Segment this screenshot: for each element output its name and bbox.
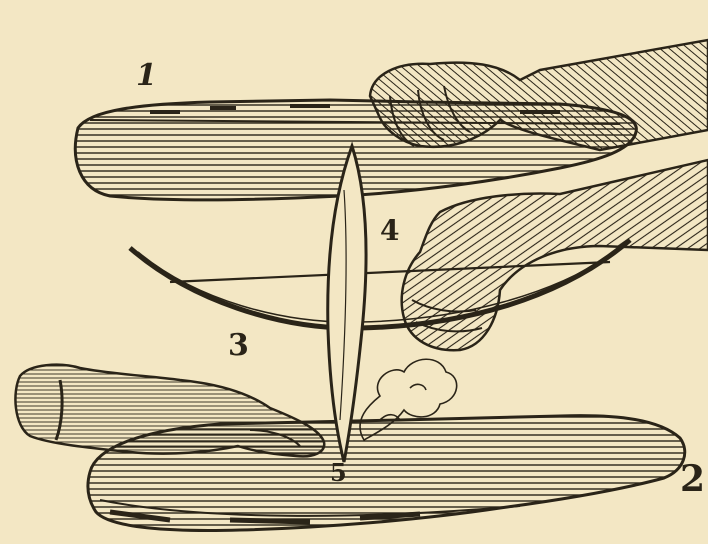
upper-hand <box>370 40 708 150</box>
label-3: 3 <box>228 328 249 363</box>
label-1: 1 <box>136 58 157 93</box>
left-hand <box>15 365 324 457</box>
bow-hand <box>402 160 708 350</box>
bow-string <box>170 262 610 282</box>
label-4: 4 <box>380 214 399 247</box>
label-2: 2 <box>680 458 705 500</box>
label-5: 5 <box>330 458 347 487</box>
